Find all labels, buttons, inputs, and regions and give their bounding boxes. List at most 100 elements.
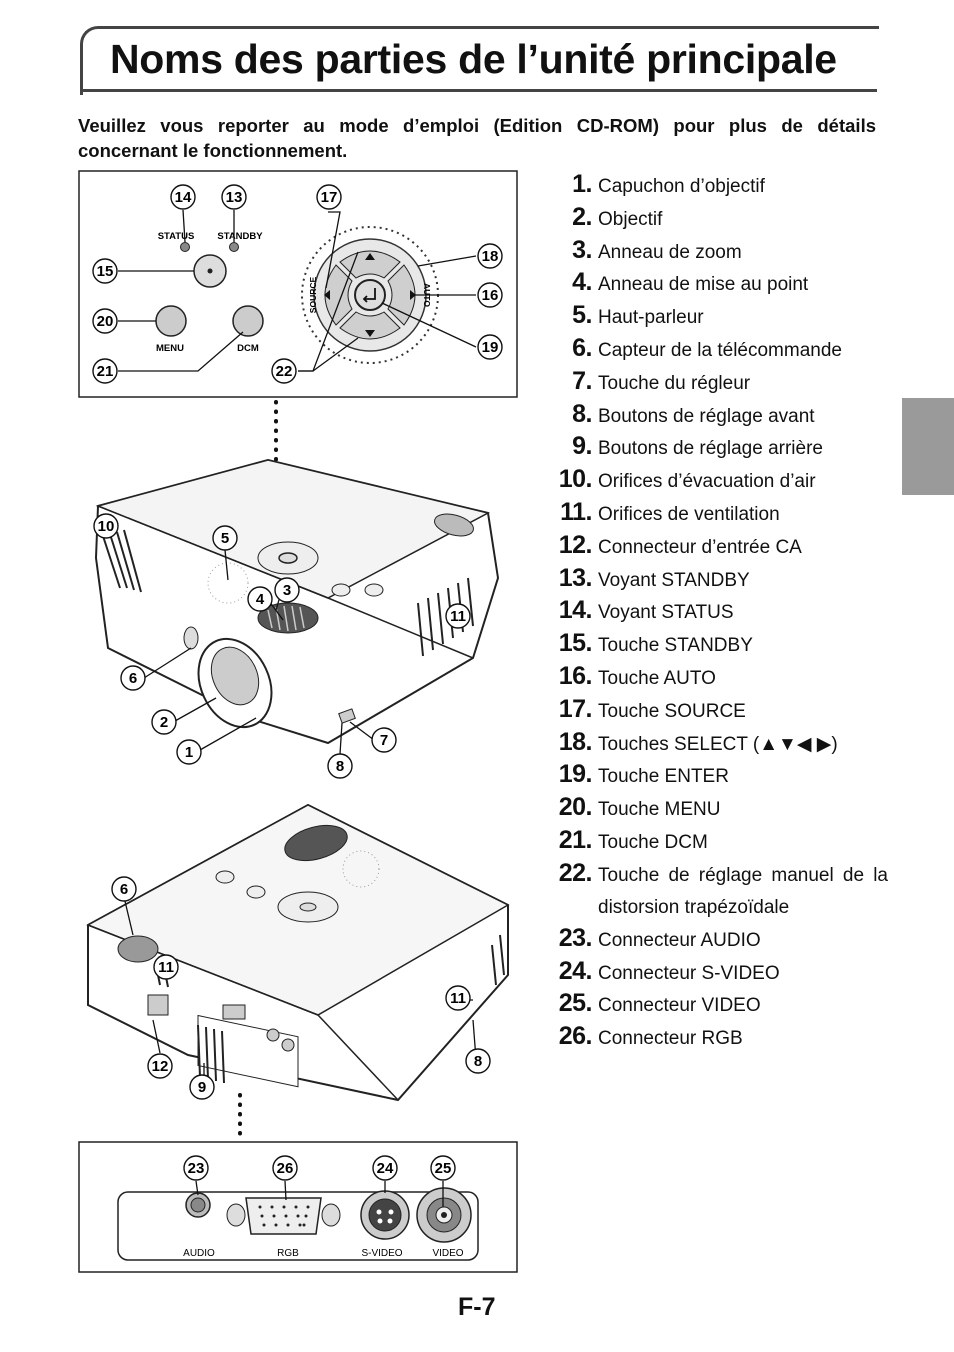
callout-20: 20 bbox=[97, 313, 114, 330]
part-number: 18. bbox=[558, 727, 593, 756]
callout-13: 13 bbox=[226, 189, 243, 206]
callout-2: 2 bbox=[160, 714, 168, 731]
enter-button[interactable] bbox=[354, 279, 386, 311]
list-item: 17.Touche SOURCE bbox=[548, 695, 888, 728]
list-item: 11.Orifices de ventilation bbox=[548, 498, 888, 531]
list-item: 5.Haut-parleur bbox=[548, 301, 888, 334]
part-label: Touche de réglage manuel de la distorsio… bbox=[598, 864, 888, 918]
part-number: 22. bbox=[558, 858, 593, 887]
video-label: VIDEO bbox=[432, 1248, 463, 1259]
select-down-button[interactable] bbox=[339, 311, 401, 340]
callout-1: 1 bbox=[185, 744, 193, 761]
part-label: Voyant STATUS bbox=[598, 602, 734, 624]
up-arrow-icon bbox=[365, 253, 375, 260]
list-item: 7.Touche du régleur bbox=[548, 367, 888, 400]
rear-callout-8: 8 bbox=[474, 1053, 482, 1070]
svideo-label: S-VIDEO bbox=[361, 1248, 402, 1259]
callout-21: 21 bbox=[97, 363, 114, 380]
rear-callout-12: 12 bbox=[152, 1058, 169, 1075]
list-item: 24.Connecteur S-VIDEO bbox=[548, 957, 888, 990]
select-right-button[interactable] bbox=[387, 264, 416, 326]
list-item: 2. Objectif bbox=[548, 203, 888, 236]
list-item: 4. Anneau de mise au point bbox=[548, 268, 888, 301]
list-item: 1.Capuchon d’objectif bbox=[548, 170, 888, 203]
part-label: Connecteur VIDEO bbox=[598, 995, 761, 1017]
dcm-button[interactable] bbox=[232, 305, 264, 337]
part-label: Anneau de mise au point bbox=[598, 274, 809, 296]
part-number: 2. bbox=[572, 202, 592, 231]
list-item: 3.Anneau de zoom bbox=[548, 236, 888, 269]
callout-10: 10 bbox=[98, 518, 115, 535]
part-number: 4. bbox=[572, 268, 592, 297]
enter-icon bbox=[362, 288, 376, 303]
list-item: 6.Capteur de la télécommande bbox=[548, 334, 888, 367]
part-number: 8. bbox=[572, 399, 592, 428]
list-item: 21.Touche DCM bbox=[548, 826, 888, 859]
part-number: 13. bbox=[558, 563, 593, 592]
list-item: 22.Touche de réglage manuel de la distor… bbox=[548, 859, 888, 924]
list-item: 16.Touche AUTO bbox=[548, 662, 888, 695]
callout-23: 23 bbox=[188, 1160, 205, 1177]
part-number: 16. bbox=[558, 661, 593, 690]
rear-callout-11a: 11 bbox=[158, 959, 174, 976]
video-connector-icon bbox=[416, 1187, 472, 1243]
callout-4: 4 bbox=[256, 591, 265, 608]
callout-24: 24 bbox=[377, 1160, 394, 1177]
page-title: Noms des parties de l’unité principale bbox=[110, 36, 837, 82]
part-number: 3. bbox=[572, 235, 592, 264]
part-number: 10. bbox=[558, 465, 593, 494]
callout-5: 5 bbox=[221, 530, 229, 547]
audio-label: AUDIO bbox=[183, 1248, 215, 1259]
section-tab bbox=[902, 398, 954, 495]
part-label: Touche AUTO bbox=[598, 667, 716, 689]
part-label: Orifices d’évacuation d’air bbox=[598, 471, 816, 493]
part-label: Touche DCM bbox=[598, 831, 708, 853]
status-lamp-icon bbox=[180, 242, 190, 252]
part-number: 9. bbox=[572, 432, 592, 461]
part-label: Connecteur AUDIO bbox=[598, 929, 761, 951]
list-item: 19.Touche ENTER bbox=[548, 760, 888, 793]
list-item: 12.Connecteur d’entrée CA bbox=[548, 531, 888, 564]
callout-22: 22 bbox=[276, 363, 293, 380]
part-number: 17. bbox=[558, 694, 593, 723]
part-number: 5. bbox=[572, 301, 592, 330]
part-number: 20. bbox=[558, 793, 593, 822]
control-panel-figure: STATUS STANDBY MENU DCM SOURCE AUTO 14 1… bbox=[78, 170, 518, 398]
rear-callout-6: 6 bbox=[120, 881, 128, 898]
status-label: STATUS bbox=[158, 231, 195, 242]
title-frame bbox=[80, 26, 879, 95]
down-arrow-icon bbox=[365, 330, 375, 337]
part-label: Touche du régleur bbox=[598, 372, 751, 394]
list-item: 8. Boutons de réglage avant bbox=[548, 400, 888, 433]
part-number: 24. bbox=[558, 956, 593, 985]
callout-15: 15 bbox=[97, 263, 114, 280]
part-number: 25. bbox=[558, 989, 593, 1018]
part-label: Orifices de ventilation bbox=[598, 503, 780, 525]
list-item: 9. Boutons de réglage arrière bbox=[548, 432, 888, 465]
select-up-button[interactable] bbox=[339, 250, 401, 279]
menu-button[interactable] bbox=[155, 305, 187, 337]
title-underline bbox=[80, 89, 877, 92]
standby-label: STANDBY bbox=[217, 231, 263, 242]
part-number: 6. bbox=[572, 333, 592, 362]
callout-26: 26 bbox=[277, 1160, 294, 1177]
svideo-connector-icon bbox=[360, 1190, 410, 1240]
callout-19: 19 bbox=[482, 339, 499, 356]
part-label: Objectif bbox=[598, 208, 663, 230]
standby-lamp-icon bbox=[229, 242, 239, 252]
list-item: 25.Connecteur VIDEO bbox=[548, 989, 888, 1022]
part-label: Boutons de réglage arrière bbox=[598, 438, 823, 460]
connector-panel-figure: AUDIO RGB S-VIDEO VIDEO 23 26 24 25 bbox=[78, 1141, 518, 1273]
part-label: Connecteur d’entrée CA bbox=[598, 536, 802, 558]
list-item: 10.Orifices d’évacuation d’air bbox=[548, 465, 888, 498]
part-label: Boutons de réglage avant bbox=[598, 405, 815, 427]
part-label: Touche MENU bbox=[598, 799, 721, 821]
part-label: Connecteur S-VIDEO bbox=[598, 962, 780, 984]
parts-list: 1.Capuchon d’objectif 2.Objectif 3.Annea… bbox=[548, 170, 888, 1055]
callout-14: 14 bbox=[175, 189, 192, 206]
dcm-label: DCM bbox=[237, 343, 259, 354]
part-label: Touche SOURCE bbox=[598, 700, 746, 722]
list-item: 15.Touche STANDBY bbox=[548, 629, 888, 662]
source-label: SOURCE bbox=[308, 276, 318, 313]
part-number: 15. bbox=[558, 629, 593, 658]
